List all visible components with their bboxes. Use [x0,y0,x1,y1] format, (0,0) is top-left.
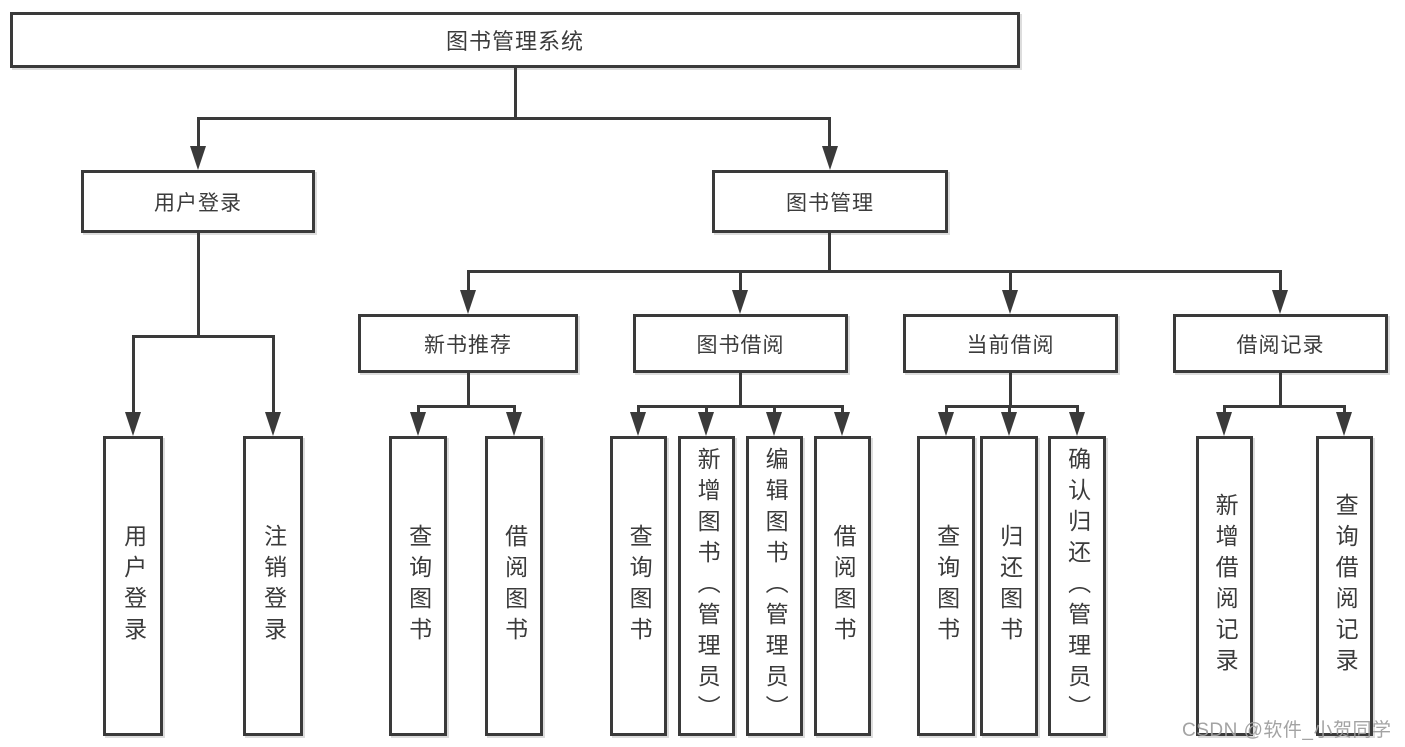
node-module-borrow-records: 借阅记录 [1173,314,1388,373]
connector-drop-leaf [1076,405,1079,414]
node-label: 确认归还（管理员） [1064,446,1091,726]
connector-drop-leaf [705,405,708,414]
node-label: 注销登录 [260,524,287,648]
connector-drop-book-mgmt [828,117,831,148]
node-leaf-bb-query-books: 查询图书 [610,436,667,736]
connector-newbook-rail [417,405,515,408]
node-label: 图书管理系统 [445,29,584,54]
arrow-down-icon [938,412,954,436]
node-label: 查询图书 [933,524,960,648]
connector-currentborrow-rail [945,405,1079,408]
node-leaf-bb-add-books-admin: 新增图书（管理员） [678,436,735,736]
connector-drop-user-login [197,117,200,148]
connector-root-drop [514,66,517,120]
arrow-down-icon [1336,412,1352,436]
node-leaf-cb-return-books: 归还图书 [980,436,1038,736]
connector-modules-rail [467,270,1281,273]
arrow-down-icon [732,290,748,314]
connector-drop-leaf [1343,405,1346,414]
node-leaf-br-add-record: 新增借阅记录 [1196,436,1253,736]
arrow-down-icon [766,412,782,436]
node-leaf-nb-borrow-books: 借阅图书 [485,436,543,736]
connector-userlogin-rail [132,335,274,338]
arrow-down-icon [125,412,141,436]
node-label: 新书推荐 [424,333,512,357]
node-branch-book-management: 图书管理 [712,170,948,233]
node-leaf-cb-confirm-return-admin: 确认归还（管理员） [1048,436,1106,736]
connector-drop-module-2 [739,270,742,292]
connector-userlogin-drop [197,231,200,338]
arrow-down-icon [630,412,646,436]
node-label: 归还图书 [996,524,1023,648]
arrow-down-icon [698,412,714,436]
arrow-down-icon [1002,290,1018,314]
arrow-down-icon [1001,412,1017,436]
connector-bookmgmt-drop [828,231,831,273]
node-label: 查询借阅记录 [1332,493,1359,679]
node-label: 用户登录 [154,191,242,215]
connector-drop-leaf [272,335,275,414]
node-leaf-bb-edit-books-admin: 编辑图书（管理员） [746,436,803,736]
connector-drop-leaf [417,405,420,414]
node-label: 查询图书 [626,524,653,648]
connector-records-drop [1279,371,1282,408]
node-label: 当前借阅 [966,333,1055,357]
node-leaf-user-login: 用户登录 [103,436,163,736]
node-label: 编辑图书（管理员） [762,446,789,726]
node-module-new-book-recommend: 新书推荐 [358,314,578,373]
node-leaf-br-query-record: 查询借阅记录 [1316,436,1373,736]
arrow-down-icon [410,412,426,436]
node-module-book-borrow: 图书借阅 [633,314,848,373]
node-label: 查询图书 [405,524,432,648]
node-label: 用户登录 [120,524,147,648]
arrow-down-icon [1069,412,1085,436]
node-leaf-cb-query-books: 查询图书 [917,436,975,736]
arrow-down-icon [265,412,281,436]
connector-records-rail [1223,405,1346,408]
node-label: 图书借阅 [696,333,785,357]
watermark: CSDN @软件_小贺同学 [1182,720,1392,741]
connector-newbook-drop [467,371,470,408]
connector-currentborrow-drop [1009,371,1012,408]
node-module-current-borrow: 当前借阅 [903,314,1118,373]
connector-drop-leaf [637,405,640,414]
node-label: 图书管理 [786,191,874,215]
node-label: 借阅图书 [830,524,857,648]
arrow-down-icon [834,412,850,436]
connector-drop-leaf [945,405,948,414]
connector-drop-leaf [1008,405,1011,414]
connector-bookborrow-rail [637,405,844,408]
connector-drop-leaf [513,405,516,414]
node-leaf-nb-query-books: 查询图书 [389,436,447,736]
arrow-down-icon [190,146,206,170]
connector-drop-module-4 [1279,270,1282,292]
arrow-down-icon [1216,412,1232,436]
connector-drop-module-3 [1009,270,1012,292]
connector-drop-leaf [773,405,776,414]
node-label: 新增借阅记录 [1212,493,1239,679]
node-label: 新增图书（管理员） [694,446,721,726]
arrow-down-icon [460,290,476,314]
connector-drop-leaf [1223,405,1226,414]
connector-drop-module-1 [467,270,470,292]
node-leaf-bb-borrow-books: 借阅图书 [814,436,871,736]
node-root-system: 图书管理系统 [10,12,1020,68]
node-leaf-logout: 注销登录 [243,436,303,736]
connector-root-rail [197,117,831,120]
arrow-down-icon [506,412,522,436]
node-label: 借阅记录 [1236,333,1325,357]
node-label: 借阅图书 [501,524,528,648]
connector-drop-leaf [841,405,844,414]
connector-drop-leaf [132,335,135,414]
node-branch-user-login: 用户登录 [81,170,315,233]
arrow-down-icon [1272,290,1288,314]
arrow-down-icon [822,146,838,170]
connector-bookborrow-drop [739,371,742,408]
